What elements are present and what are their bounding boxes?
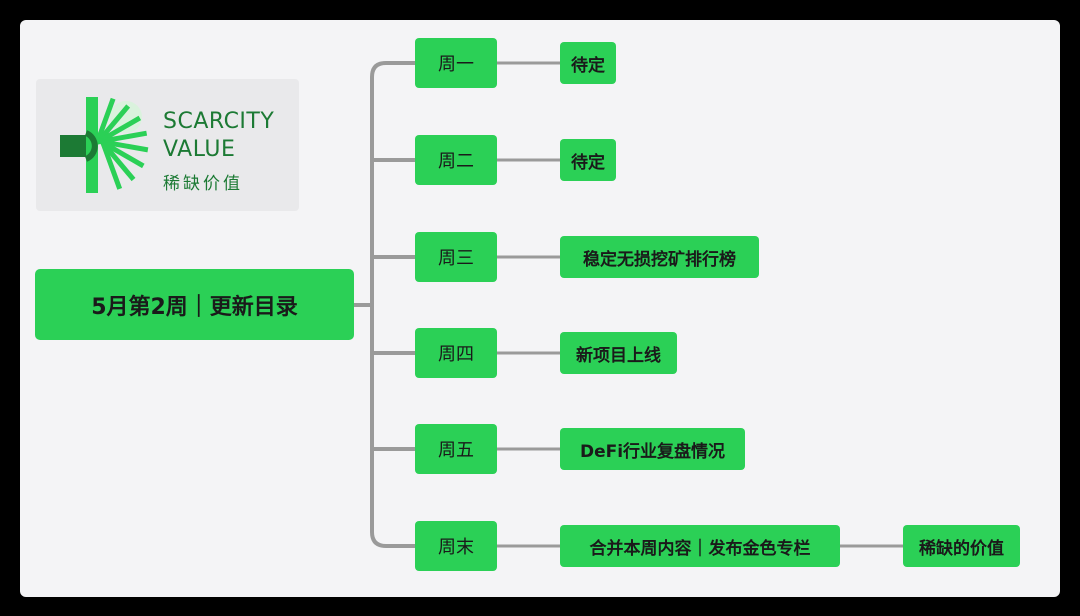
connector-lines — [354, 61, 903, 548]
day-node-tue[interactable]: 周二 — [415, 135, 497, 185]
task-node-tue[interactable]: 待定 — [560, 139, 616, 181]
task-node-thu[interactable]: 新项目上线 — [560, 332, 677, 374]
logo-card: SCARCITY VALUE 稀缺价值 — [36, 79, 299, 211]
logo-text-value: VALUE — [163, 137, 236, 162]
extra-node-weekend[interactable]: 稀缺的价值 — [903, 525, 1020, 567]
day-node-thu[interactable]: 周四 — [415, 328, 497, 378]
logo-text-scarcity: SCARCITY — [163, 109, 275, 134]
day-node-mon[interactable]: 周一 — [415, 38, 497, 88]
scarcity-value-logo-icon — [60, 97, 149, 193]
task-node-mon[interactable]: 待定 — [560, 42, 616, 84]
day-node-fri[interactable]: 周五 — [415, 424, 497, 474]
branch-trunk — [370, 61, 415, 548]
task-node-weekend[interactable]: 合并本周内容｜发布金色专栏 — [560, 525, 840, 567]
mindmap-canvas: SCARCITY VALUE 稀缺价值 5月第2周｜更新目录 周一 周二 周三 … — [20, 20, 1060, 597]
logo-text-chinese: 稀缺价值 — [163, 174, 243, 194]
day-node-weekend[interactable]: 周末 — [415, 521, 497, 571]
root-node[interactable]: 5月第2周｜更新目录 — [35, 269, 354, 340]
task-node-wed[interactable]: 稳定无损挖矿排行榜 — [560, 236, 759, 278]
day-node-wed[interactable]: 周三 — [415, 232, 497, 282]
task-node-fri[interactable]: DeFi行业复盘情况 — [560, 428, 745, 470]
